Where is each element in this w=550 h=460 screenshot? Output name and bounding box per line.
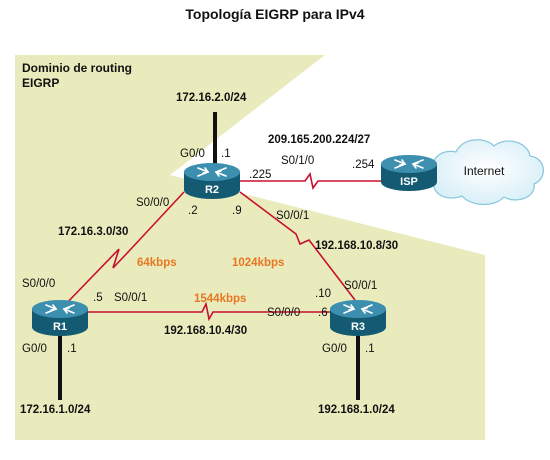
network-r2-r3: 192.168.10.8/30 xyxy=(315,240,398,252)
network-r3-lan: 192.168.1.0/24 xyxy=(318,404,395,416)
router-r1-label: R1 xyxy=(53,321,67,333)
serial-link-r2-isp xyxy=(240,172,383,190)
r3-s000-ip: .6 xyxy=(318,307,328,319)
router-r2[interactable]: R2 xyxy=(183,162,241,200)
network-r1-r3: 192.168.10.4/30 xyxy=(164,325,247,337)
network-r1-r2: 172.16.3.0/30 xyxy=(58,226,128,238)
r2-s001-ip: .9 xyxy=(232,205,242,217)
r2-s001-label: S0/0/1 xyxy=(276,210,309,222)
domain-label-line1: Dominio de routing xyxy=(22,61,132,75)
r3-s001-label: S0/0/1 xyxy=(344,280,377,292)
router-isp-label: ISP xyxy=(400,176,418,188)
bandwidth-r1-r2: 64kbps xyxy=(137,257,177,269)
router-r3[interactable]: R3 xyxy=(329,299,387,337)
r2-g00-label: G0/0 xyxy=(180,148,205,160)
eigrp-domain-area xyxy=(15,55,485,440)
domain-label-line2: EIGRP xyxy=(22,76,59,90)
r3-s000-label: S0/0/0 xyxy=(267,307,300,319)
internet-label: Internet xyxy=(464,164,505,178)
internet-cloud: Internet xyxy=(431,139,544,206)
r3-s001-ip: .10 xyxy=(315,288,331,300)
network-r1-lan: 172.16.1.0/24 xyxy=(20,404,91,416)
serial-link-r2-r3 xyxy=(239,191,356,301)
router-r2-label: R2 xyxy=(205,184,219,196)
isp-ip: .254 xyxy=(352,159,375,171)
r2-g00-ip: .1 xyxy=(221,148,231,160)
r1-s000-ip: .5 xyxy=(93,292,103,304)
r3-g00-ip: .1 xyxy=(365,343,375,355)
r1-s001-label: S0/0/1 xyxy=(114,292,147,304)
r2-s010-label: S0/1/0 xyxy=(281,155,314,167)
router-isp[interactable]: ISP xyxy=(380,154,438,192)
serial-link-r1-r2 xyxy=(59,191,185,311)
router-r1[interactable]: R1 xyxy=(31,299,89,337)
r2-s000-ip: .2 xyxy=(188,205,198,217)
diagram-title: Topología EIGRP para IPv4 xyxy=(185,6,365,22)
r2-s000-label: S0/0/0 xyxy=(136,197,169,209)
network-r2-isp: 209.165.200.224/27 xyxy=(268,134,370,146)
r2-s010-ip: .225 xyxy=(249,169,271,181)
r1-s000-label: S0/0/0 xyxy=(22,278,55,290)
r3-g00-label: G0/0 xyxy=(322,343,347,355)
r1-g00-ip: .1 xyxy=(67,343,77,355)
network-r2-lan: 172.16.2.0/24 xyxy=(176,92,247,104)
serial-link-r1-r3 xyxy=(85,301,330,322)
r1-g00-label: G0/0 xyxy=(22,343,47,355)
bandwidth-r1-r3: 1544kbps xyxy=(194,293,246,305)
bandwidth-r2-r3: 1024kbps xyxy=(232,257,284,269)
router-r3-label: R3 xyxy=(351,321,365,333)
